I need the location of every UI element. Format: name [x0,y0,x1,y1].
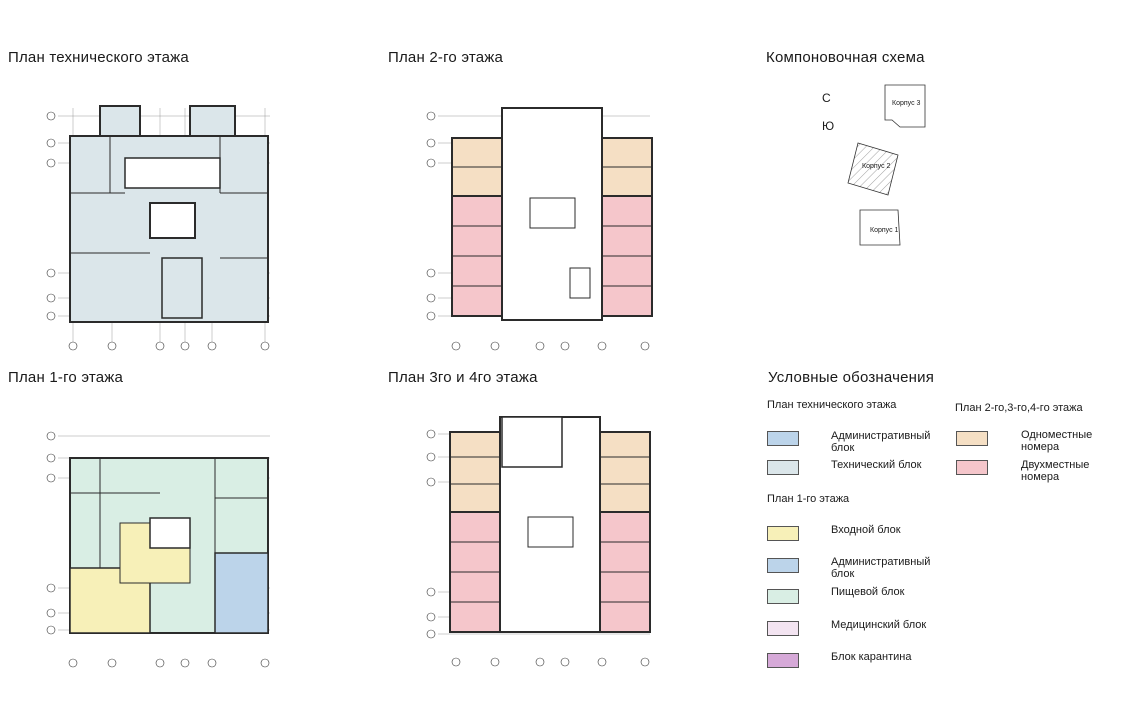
legend-swatch-admin-technical [767,431,799,446]
legend-swatch-entry [767,526,799,541]
technical-plan-title: План технического этажа [8,49,189,66]
legend-label-admin-floor1: Административный блок [831,556,931,580]
legend-swatch-food [767,589,799,604]
legend-swatch-single-rooms [956,431,988,446]
floor1-plan [40,418,280,678]
legend-technical-heading: План технического этажа [767,399,897,411]
floor1-plan-title: План 1-го этажа [8,369,124,386]
building1-label: Корпус 1 [870,227,899,234]
north-label: С [822,91,831,105]
legend-swatch-admin-floor1 [767,558,799,573]
legend-title: Условные обозначения [768,369,935,386]
layout-scheme [810,75,930,250]
legend-label-technical: Технический блок [831,459,922,471]
legend-label-quarantine: Блок карантина [831,651,912,663]
legend-floor1-heading: План 1-го этажа [767,493,850,505]
legend-rooms-heading: План 2-го,3-го,4-го этажа [955,402,1083,414]
legend-label-double-rooms: Двухместные номера [1021,459,1090,483]
legend-swatch-quarantine [767,653,799,668]
legend-label-single-rooms: Одноместные номера [1021,429,1093,453]
floor2-plan [420,98,660,358]
floor34-plan [420,412,660,672]
south-label: Ю [822,119,835,133]
building3-label: Корпус 3 [892,100,921,107]
technical-floor-plan [40,98,280,358]
legend-swatch-technical [767,460,799,475]
legend-label-medical: Медицинский блок [831,619,927,631]
legend-label-entry: Входной блок [831,524,901,536]
legend-label-admin-technical: Административный блок [831,430,931,454]
legend-swatch-medical [767,621,799,636]
legend-label-food: Пищевой блок [831,586,905,598]
building2-label: Корпус 2 [862,163,891,170]
floor34-plan-title: План 3го и 4го этажа [388,369,538,386]
floor2-plan-title: План 2-го этажа [388,49,504,66]
layout-scheme-title: Компоновочная схема [766,49,925,66]
legend-swatch-double-rooms [956,460,988,475]
